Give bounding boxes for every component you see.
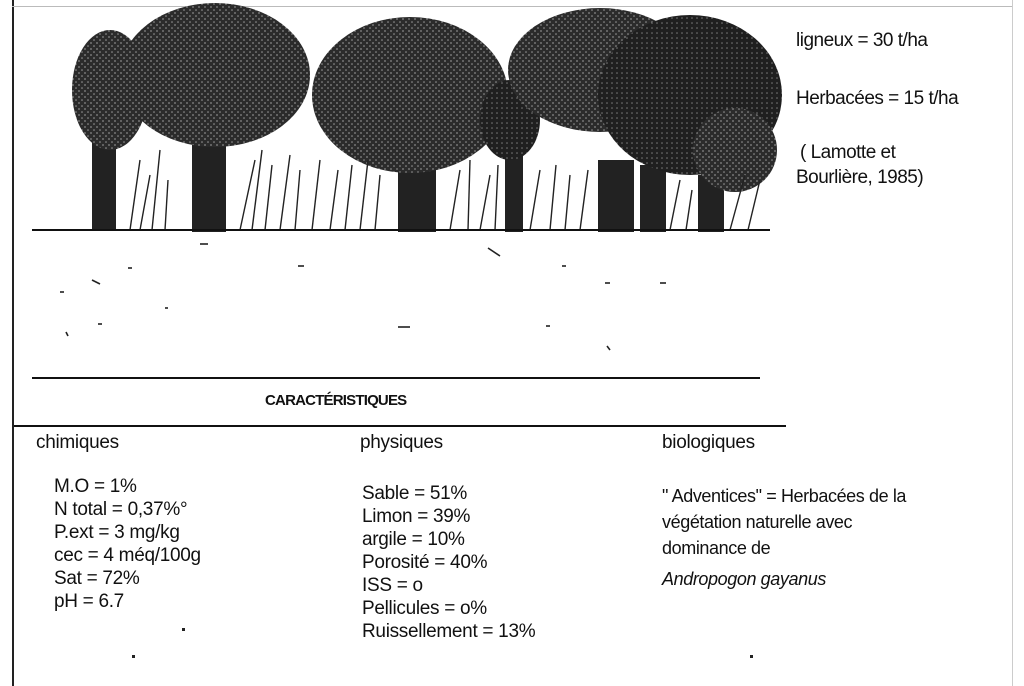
chimiques-row: cec = 4 méq/100g — [54, 544, 201, 567]
physiques-row: Limon = 39% — [362, 505, 470, 528]
soil-speckles — [60, 244, 666, 350]
biologiques-line: dominance de — [662, 535, 770, 561]
chimiques-row: N total = 0,37%° — [54, 498, 187, 521]
chimiques-row: Sat = 72% — [54, 567, 140, 590]
chimiques-row: pH = 6.7 — [54, 590, 124, 613]
citation-line2: Bourlière, 1985) — [796, 165, 923, 190]
herbacees-label: Herbacées = 15 t/ha — [796, 88, 958, 110]
lower-rule — [14, 425, 786, 427]
biologiques-title: biologiques — [662, 432, 755, 454]
chimiques-row: M.O = 1% — [54, 475, 137, 498]
biologiques-line: végétation naturelle avec — [662, 509, 852, 535]
physiques-row: Porosité = 40% — [362, 551, 487, 574]
biologiques-line: " Adventices" = Herbacées de la — [662, 483, 906, 509]
tree-canopies — [72, 3, 782, 192]
physiques-row: Pellicules = o% — [362, 597, 487, 620]
ligneux-label: ligneux = 30 t/ha — [796, 30, 927, 52]
physiques-title: physiques — [360, 432, 443, 454]
citation-line1: ( Lamotte et — [800, 140, 895, 165]
physiques-row: argile = 10% — [362, 528, 465, 551]
chimiques-row: P.ext = 3 mg/kg — [54, 521, 180, 544]
section-title: CARACTÉRISTIQUES — [265, 392, 406, 409]
species-name: Andropogon gayanus — [662, 566, 826, 592]
upper-rule — [32, 377, 760, 379]
physiques-row: Ruissellement = 13% — [362, 620, 535, 643]
scan-speckle — [182, 628, 185, 631]
chimiques-title: chimiques — [36, 432, 119, 454]
scan-speckle — [750, 655, 753, 658]
physiques-row: ISS = o — [362, 574, 423, 597]
savanna-illustration — [0, 0, 1024, 380]
physiques-row: Sable = 51% — [362, 482, 467, 505]
scan-speckle — [132, 655, 135, 658]
